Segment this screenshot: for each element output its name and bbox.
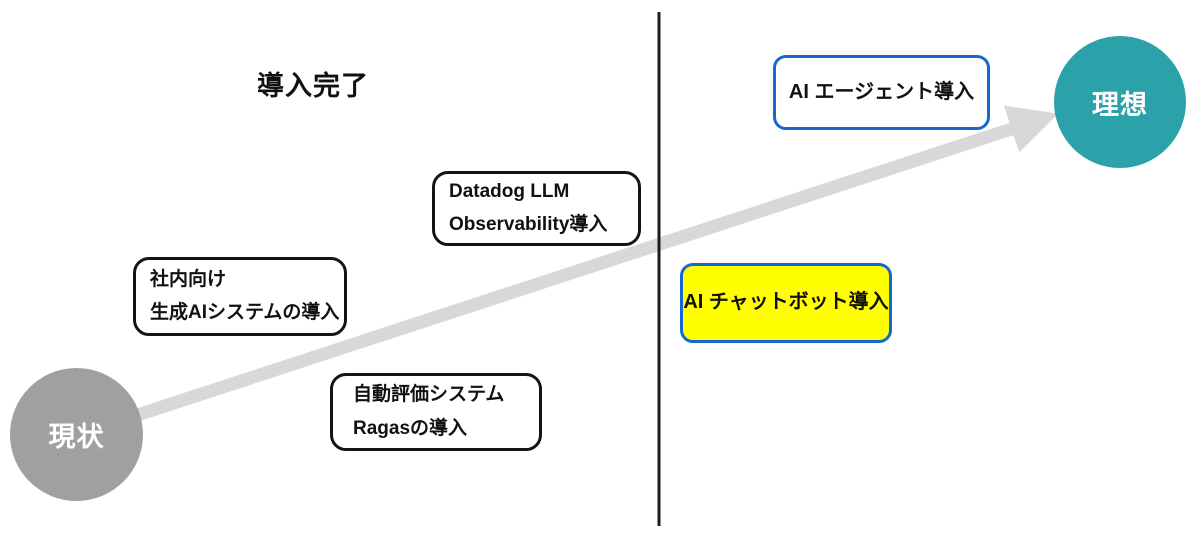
milestone-ai-chatbot: AI チャットボット導入 bbox=[680, 263, 892, 343]
milestone-ragas: 自動評価システム Ragasの導入 bbox=[330, 373, 542, 451]
ideal-state-label: 理想 bbox=[1092, 89, 1148, 120]
milestone-internal-genai: 社内向け 生成AIシステムの導入 bbox=[133, 257, 347, 336]
milestone-ragas-line1: 自動評価システム bbox=[353, 384, 505, 406]
milestone-datadog-llm: Datadog LLM Observability導入 bbox=[432, 171, 641, 246]
current-state-circle: 現状 bbox=[10, 368, 143, 501]
milestone-ragas-line2: Ragasの導入 bbox=[353, 417, 468, 439]
milestone-ai-chatbot-line1: AI チャットボット導入 bbox=[683, 291, 889, 314]
milestone-datadog-llm-line2: Observability導入 bbox=[449, 214, 608, 235]
current-state-label: 現状 bbox=[48, 422, 105, 452]
milestone-internal-genai-line2: 生成AIシステムの導入 bbox=[150, 302, 340, 323]
progress-arrow bbox=[119, 105, 1059, 427]
ideal-state-circle: 理想 bbox=[1054, 36, 1186, 168]
milestone-datadog-llm-line1: Datadog LLM bbox=[449, 180, 570, 202]
milestone-ai-agent: AI エージェント導入 bbox=[773, 55, 990, 130]
milestone-internal-genai-line1: 社内向け bbox=[150, 268, 227, 290]
milestone-ai-agent-line1: AI エージェント導入 bbox=[788, 80, 975, 103]
section-title: 導入完了 bbox=[257, 71, 369, 101]
